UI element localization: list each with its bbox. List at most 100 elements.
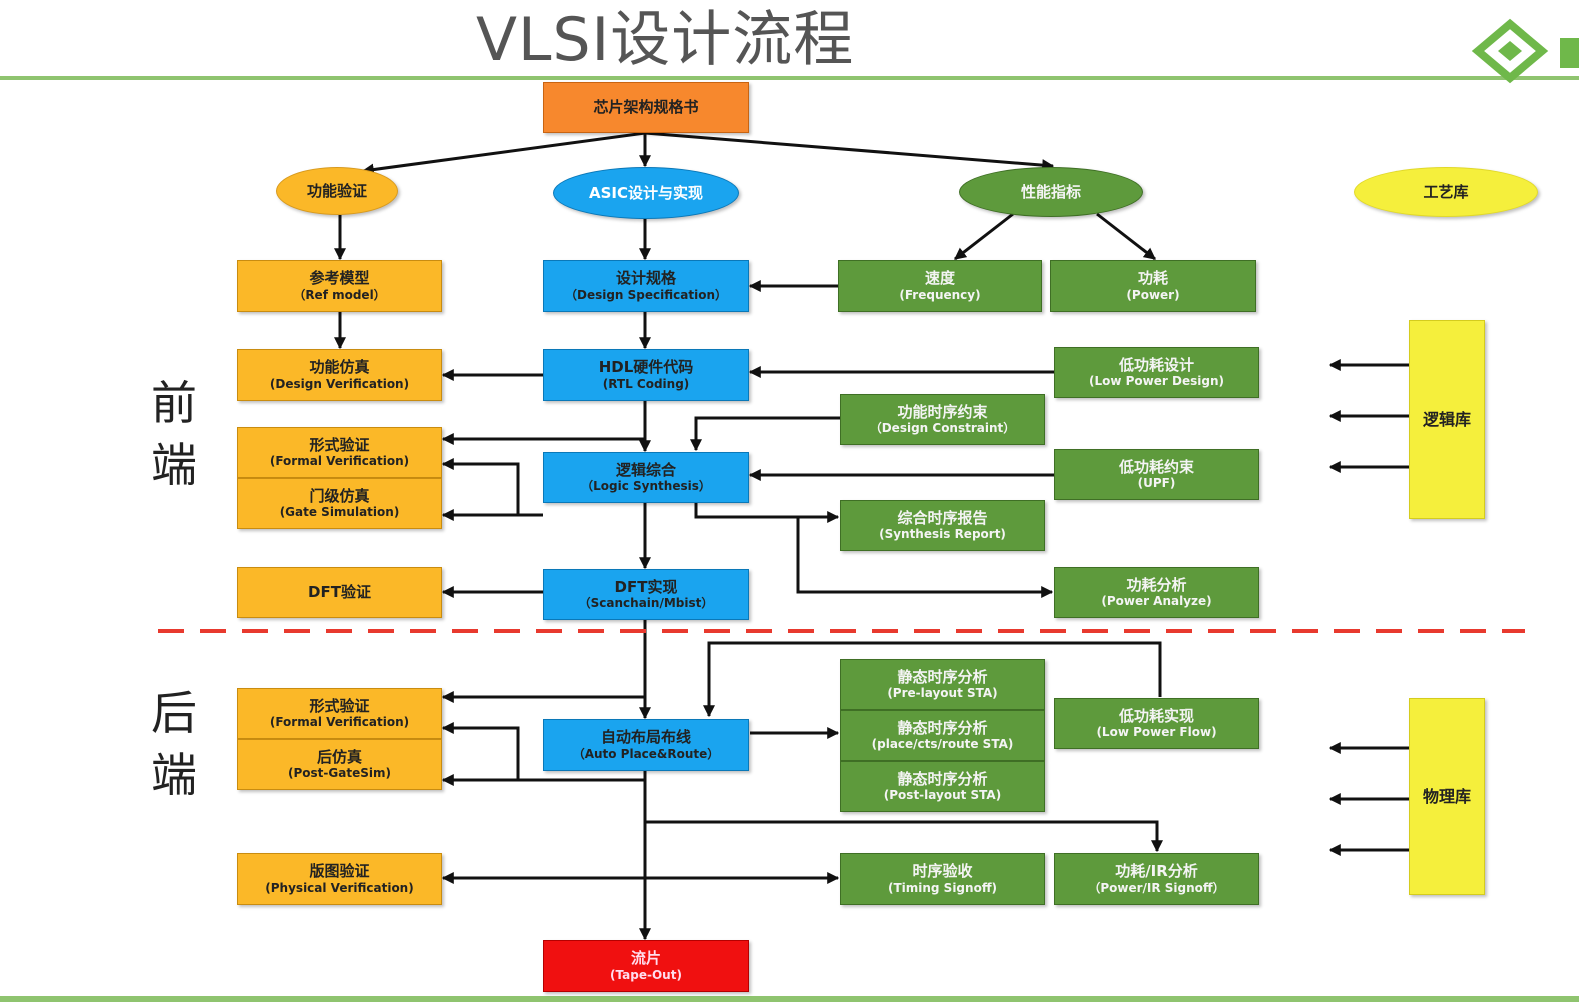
back-end-char-2: 端	[151, 748, 197, 802]
sta-place-zh: 静态时序分析	[897, 718, 988, 737]
gate-sim-en: (Gate Simulation)	[279, 505, 400, 520]
post-gatesim-node: 后仿真 (Post-GateSim)	[237, 739, 442, 790]
low-power-flow-zh: 低功耗实现	[1118, 706, 1194, 725]
back-end-char-1: 后	[151, 686, 197, 740]
green-diamond-logo-icon	[1471, 18, 1579, 84]
asic-design-ellipse: ASIC设计与实现	[553, 167, 739, 219]
low-power-design-node: 低功耗设计 (Low Power Design)	[1054, 347, 1259, 398]
front-end-char-2: 端	[151, 438, 197, 492]
ref-model-zh: 参考模型	[309, 269, 370, 288]
upf-node: 低功耗约束 (UPF)	[1054, 449, 1259, 500]
power-node: 功耗 (Power)	[1050, 260, 1256, 312]
synth-report-en: (Synthesis Report)	[879, 527, 1006, 542]
sta-pre-layout-node: 静态时序分析 (Pre-layout STA)	[840, 659, 1045, 710]
power-analyze-node: 功耗分析 (Power Analyze)	[1054, 567, 1259, 618]
power-zh: 功耗	[1137, 269, 1168, 288]
logic-synth-en: （Logic Synthesis）	[581, 479, 711, 494]
power-ir-zh: 功耗/IR分析	[1115, 862, 1198, 881]
ref-model-en: （Ref model）	[293, 287, 386, 302]
ref-model-node: 参考模型 （Ref model）	[237, 260, 442, 312]
speed-en: (Frequency)	[899, 287, 981, 302]
bottom-rule	[0, 996, 1579, 1002]
power-analyze-zh: 功耗分析	[1126, 575, 1187, 594]
sta-pre-en: (Pre-layout STA)	[887, 686, 998, 701]
post-gatesim-en: (Post-GateSim)	[288, 766, 391, 781]
power-ir-en: （Power/IR Signoff）	[1088, 880, 1225, 895]
phys-verify-zh: 版图验证	[309, 862, 370, 881]
formal-be-zh: 形式验证	[309, 696, 370, 715]
gate-sim-node: 门级仿真 (Gate Simulation)	[237, 478, 442, 529]
timing-signoff-en: (Timing Signoff)	[887, 880, 998, 895]
process-lib-label: 工艺库	[1423, 182, 1469, 201]
apr-en: （Auto Place&Route）	[572, 746, 720, 761]
tapeout-zh: 流片	[630, 949, 661, 968]
upf-en: (UPF)	[1137, 476, 1176, 491]
design-constraint-zh: 功能时序约束	[897, 402, 988, 421]
spec-book-label: 芯片架构规格书	[593, 98, 699, 117]
sta-place-node: 静态时序分析 (place/cts/route STA)	[840, 710, 1045, 761]
func-sim-zh: 功能仿真	[309, 358, 370, 377]
sta-post-zh: 静态时序分析	[897, 769, 988, 788]
logic-lib-bar: 逻辑库	[1409, 320, 1485, 519]
perf-index-ellipse: 性能指标	[959, 167, 1143, 217]
post-gatesim-zh: 后仿真	[316, 747, 362, 766]
rtl-coding-node: HDL硬件代码 (RTL Coding)	[543, 349, 749, 401]
power-en: (Power)	[1126, 287, 1180, 302]
func-verify-label: 功能验证	[306, 181, 367, 200]
process-lib-ellipse: 工艺库	[1354, 167, 1538, 217]
physical-lib-label: 物理库	[1422, 786, 1471, 806]
tapeout-node: 流片 (Tape-Out)	[543, 940, 749, 992]
rtl-coding-en: (RTL Coding)	[602, 376, 690, 391]
logic-synthesis-node: 逻辑综合 （Logic Synthesis）	[543, 452, 749, 503]
timing-signoff-zh: 时序验收	[912, 862, 973, 881]
low-power-flow-en: (Low Power Flow)	[1096, 725, 1217, 740]
spec-book-node: 芯片架构规格书	[543, 82, 749, 133]
perf-index-label: 性能指标	[1020, 182, 1081, 201]
design-constraint-node: 功能时序约束 （Design Constraint）	[840, 394, 1045, 445]
power-ir-signoff-node: 功耗/IR分析 （Power/IR Signoff）	[1054, 853, 1259, 905]
func-sim-en: (Design Verification)	[269, 376, 410, 391]
dft-verify-zh: DFT验证	[308, 583, 371, 602]
synth-report-zh: 综合时序报告	[897, 508, 988, 527]
dft-impl-en: （Scanchain/Mbist）	[578, 596, 714, 611]
formal-fe-en: (Formal Verification)	[269, 454, 410, 469]
speed-zh: 速度	[924, 269, 955, 288]
logic-lib-label: 逻辑库	[1422, 409, 1471, 429]
formal-verification-fe-node: 形式验证 (Formal Verification)	[237, 427, 442, 478]
top-rule	[0, 76, 1579, 80]
low-power-flow-node: 低功耗实现 (Low Power Flow)	[1054, 698, 1259, 749]
sta-place-en: (place/cts/route STA)	[871, 737, 1014, 752]
rtl-coding-zh: HDL硬件代码	[598, 358, 694, 377]
design-spec-en: （Design Specification）	[564, 287, 727, 302]
asic-design-label: ASIC设计与实现	[588, 183, 703, 202]
front-end-label: 前 端	[144, 372, 204, 496]
timing-signoff-node: 时序验收 (Timing Signoff)	[840, 853, 1045, 905]
sta-post-layout-node: 静态时序分析 (Post-layout STA)	[840, 761, 1045, 812]
front-end-char-1: 前	[151, 376, 197, 430]
formal-fe-zh: 形式验证	[309, 435, 370, 454]
logic-synth-zh: 逻辑综合	[615, 460, 676, 479]
dft-verify-node: DFT验证	[237, 567, 442, 618]
speed-node: 速度 (Frequency)	[838, 260, 1042, 312]
sta-pre-zh: 静态时序分析	[897, 667, 988, 686]
phys-verify-en: (Physical Verification)	[265, 880, 414, 895]
power-analyze-en: (Power Analyze)	[1101, 594, 1212, 609]
design-spec-zh: 设计规格	[615, 269, 676, 288]
func-verify-ellipse: 功能验证	[276, 167, 398, 215]
apr-zh: 自动布局布线	[600, 728, 691, 747]
func-sim-node: 功能仿真 (Design Verification)	[237, 349, 442, 401]
low-power-design-en: (Low Power Design)	[1089, 374, 1224, 389]
formal-be-en: (Formal Verification)	[269, 715, 410, 730]
sta-post-en: (Post-layout STA)	[883, 788, 1002, 803]
gate-sim-zh: 门级仿真	[309, 486, 370, 505]
low-power-design-zh: 低功耗设计	[1118, 355, 1194, 374]
tapeout-en: (Tape-Out)	[610, 967, 682, 982]
auto-place-route-node: 自动布局布线 （Auto Place&Route）	[543, 719, 749, 771]
synthesis-report-node: 综合时序报告 (Synthesis Report)	[840, 500, 1045, 551]
design-spec-node: 设计规格 （Design Specification）	[543, 260, 749, 312]
design-constraint-en: （Design Constraint）	[869, 421, 1016, 436]
back-end-label: 后 端	[144, 682, 204, 806]
dft-impl-zh: DFT实现	[614, 577, 678, 596]
upf-zh: 低功耗约束	[1118, 457, 1194, 476]
